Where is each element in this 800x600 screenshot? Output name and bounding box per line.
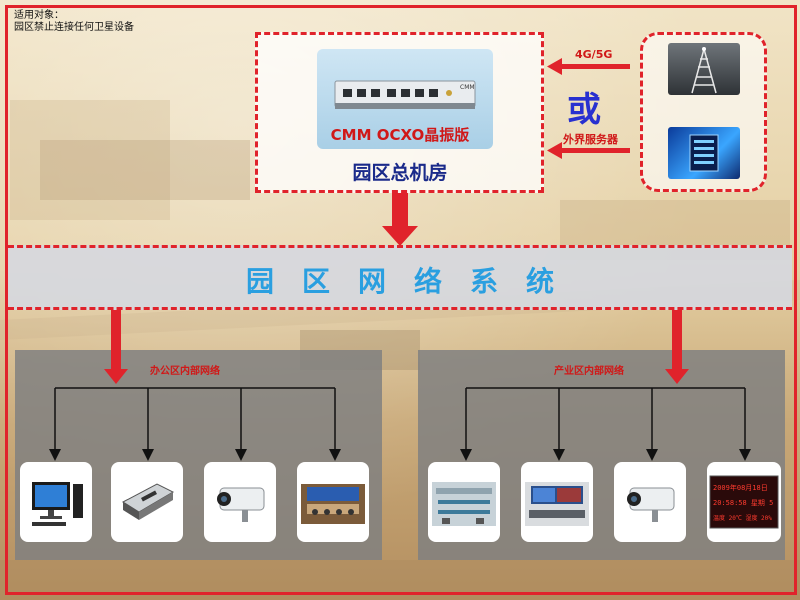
industry-network-title: 产业区内部网络 xyxy=(554,366,624,377)
industry-camera-tile xyxy=(614,462,686,542)
clock-env-line: 温度 20℃ 湿度 20% xyxy=(713,514,772,522)
link-server-label: 外界服务器 xyxy=(563,133,618,146)
led-clock-display: 2009年08月18日 20:58:58 星期 5 温度 20℃ 湿度 20% xyxy=(709,475,779,529)
or-label: 或 xyxy=(567,90,601,130)
arrow-room-to-network xyxy=(382,193,418,246)
camera-icon xyxy=(217,487,265,522)
office-meeting-tile xyxy=(297,462,369,542)
arrow-network-to-industry xyxy=(665,310,689,384)
control-room-photo xyxy=(525,482,589,526)
cell-tower-photo xyxy=(668,43,740,95)
network-title: 园区网络系统 xyxy=(245,265,582,298)
arrow-4g5g xyxy=(547,58,630,75)
office-tree xyxy=(49,387,341,461)
office-camera-tile xyxy=(204,462,276,542)
ntp-server-icon: CMM xyxy=(334,80,476,109)
device-label: CMM OCXO晶振版 xyxy=(330,126,470,144)
clock-time-line: 20:58:58 星期 5 xyxy=(713,499,773,507)
device-brand-text: CMM xyxy=(460,84,475,91)
cmm-device-photo: CMM xyxy=(317,49,493,149)
camera-icon xyxy=(627,487,675,522)
server-photo xyxy=(668,127,740,179)
network-band: 园区网络系统 xyxy=(8,245,792,310)
clock-date-line: 2009年08月18日 xyxy=(713,483,768,492)
arrow-network-to-office xyxy=(104,310,128,384)
industry-control-room-tile xyxy=(521,462,593,542)
industry-clock-tile: 2009年08月18日 20:58:58 星期 5 温度 20℃ 湿度 20% xyxy=(707,462,781,542)
printer-icon xyxy=(121,483,175,520)
note-title: 适用对象： xyxy=(14,10,64,21)
office-network-title: 办公区内部网络 xyxy=(150,366,220,377)
cell-tower-icon xyxy=(691,47,717,94)
computer-icon xyxy=(32,482,83,526)
note-text: 园区禁止连接任何卫星设备 xyxy=(14,22,134,33)
office-computer-tile xyxy=(20,462,92,542)
outer-frame xyxy=(5,5,797,595)
factory-line-photo xyxy=(432,482,496,526)
office-printer-tile xyxy=(111,462,183,542)
industry-tree xyxy=(460,387,751,461)
meeting-room-photo xyxy=(301,484,365,524)
server-rack-icon xyxy=(689,134,719,172)
room-label: 园区总机房 xyxy=(352,162,448,184)
arrow-server xyxy=(547,142,630,159)
industry-factory-tile xyxy=(428,462,500,542)
link-4g5g-label: 4G/5G xyxy=(575,48,613,61)
